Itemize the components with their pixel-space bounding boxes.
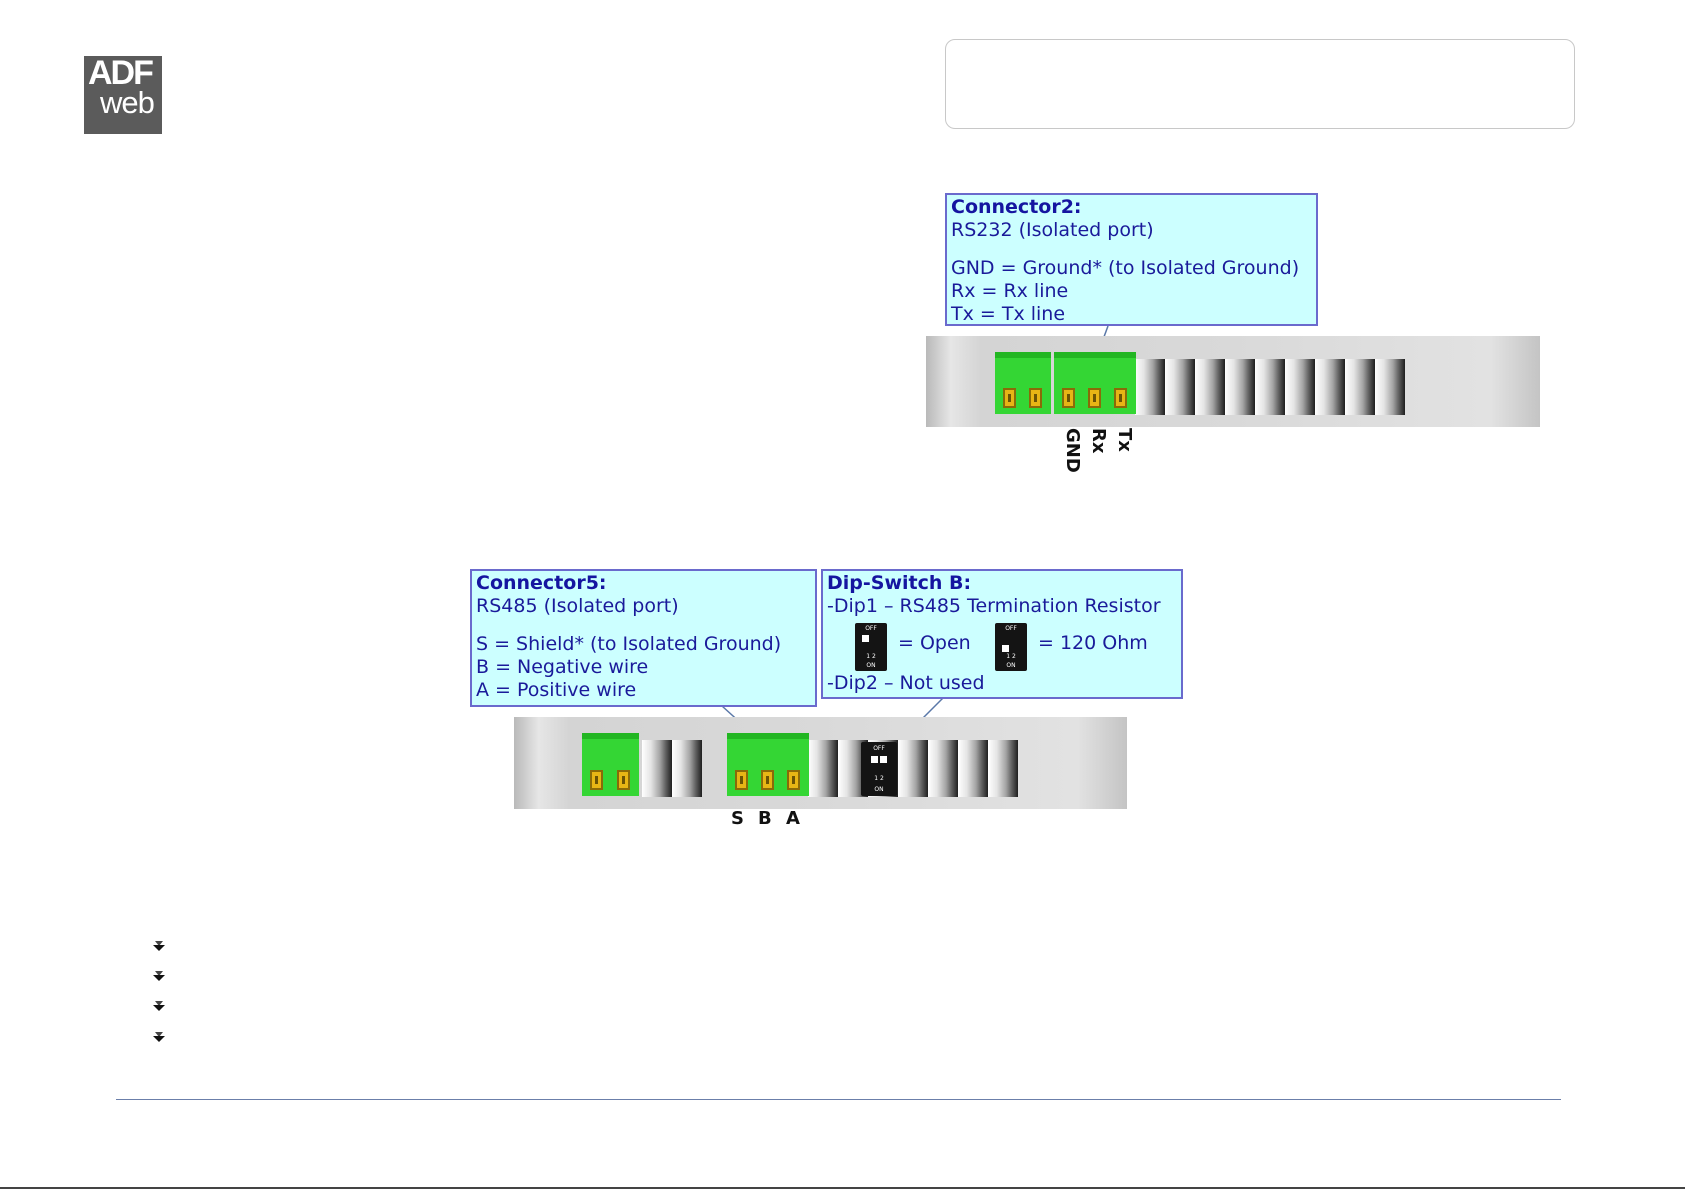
connector2-pin-rx	[1088, 388, 1101, 408]
dipswitch-dip1-text: -Dip1 – RS485 Termination Resistor	[827, 595, 1161, 617]
connector2-terminal-block	[1054, 352, 1136, 414]
dipswitch-open-text: = Open	[898, 632, 971, 654]
arrow-bullet-icon	[153, 1001, 165, 1011]
power-terminal-block	[995, 352, 1051, 414]
connector2-pin-tx	[1114, 388, 1127, 408]
header-box	[945, 39, 1575, 129]
dipswitch-callout: Dip-Switch B: -Dip1 – RS485 Termination …	[821, 569, 1183, 699]
dipswitch-title: Dip-Switch B:	[827, 572, 972, 594]
connector2-callout: Connector2: RS232 (Isolated port) GND = …	[945, 193, 1318, 326]
device-bottom-fins-left	[642, 740, 702, 797]
dipswitch-dip2-text: -Dip2 – Not used	[827, 672, 985, 694]
connector5-title: Connector5:	[476, 572, 607, 594]
connector5-label-b: B	[758, 808, 772, 829]
connector2-title: Connector2:	[951, 196, 1082, 218]
connector5-pin-s	[735, 770, 748, 790]
connector2-label-tx: Tx	[1114, 428, 1135, 452]
connector2-pin-gnd	[1062, 388, 1075, 408]
device-top-fins	[1135, 359, 1405, 415]
dip-switch-open-icon: OFF 1 2 ON	[855, 623, 887, 671]
connector5-terminal-block	[727, 733, 809, 796]
connector5-line-b: B = Negative wire	[476, 656, 649, 678]
dipswitch-120ohm-text: = 120 Ohm	[1038, 632, 1148, 654]
logo-text-line2: web	[100, 85, 155, 120]
connector5-callout: Connector5: RS485 (Isolated port) S = Sh…	[470, 569, 817, 707]
arrow-bullet-icon	[153, 1032, 165, 1042]
connector4-terminal-block	[582, 733, 639, 796]
connector2-label-gnd: GND	[1062, 428, 1083, 473]
dipswitch-b-device-icon: OFF 1 2 ON	[861, 742, 897, 796]
arrow-bullet-icon	[153, 971, 165, 981]
connector2-line-tx: Tx = Tx line	[951, 303, 1066, 325]
connector5-label-s: S	[731, 808, 744, 829]
adfweb-logo: ADF web	[84, 56, 162, 134]
connector5-label-a: A	[786, 808, 800, 829]
connector5-subtitle: RS485 (Isolated port)	[476, 595, 679, 617]
page-bottom-edge	[0, 1187, 1685, 1189]
connector2-subtitle: RS232 (Isolated port)	[951, 219, 1154, 241]
connector5-pin-b	[761, 770, 774, 790]
device-bottom-fins-right	[808, 740, 1018, 797]
connector5-line-a: A = Positive wire	[476, 679, 637, 701]
connector2-line-gnd: GND = Ground* (to Isolated Ground)	[951, 257, 1300, 279]
connector2-label-rx: Rx	[1088, 428, 1109, 454]
connector2-line-rx: Rx = Rx line	[951, 280, 1069, 302]
dip-switch-120ohm-icon: OFF 1 2 ON	[995, 623, 1027, 671]
connector5-line-s: S = Shield* (to Isolated Ground)	[476, 633, 782, 655]
logo-text-line1: ADF	[88, 56, 154, 92]
arrow-bullet-icon	[153, 941, 165, 951]
footer-divider	[116, 1099, 1561, 1100]
connector5-pin-a	[787, 770, 800, 790]
